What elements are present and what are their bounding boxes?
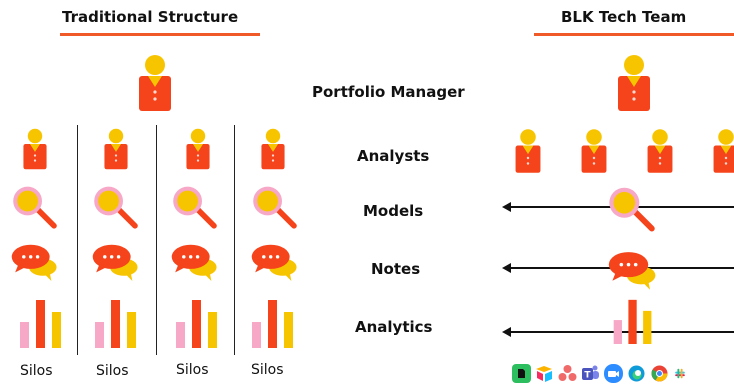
chat-bubble-icon xyxy=(10,243,60,281)
blk-tech-team-heading: BLK Tech Team xyxy=(561,8,687,26)
silo-divider xyxy=(77,125,78,355)
silo-label: Silos xyxy=(96,363,129,379)
bar-chart-icon xyxy=(174,298,220,348)
portfolio-manager-label: Portfolio Manager xyxy=(312,83,465,101)
edge-icon xyxy=(627,364,646,383)
magnifier-icon xyxy=(91,185,139,229)
analytics-label: Analytics xyxy=(355,318,433,336)
zoom-icon xyxy=(604,364,623,383)
models-label: Models xyxy=(363,202,424,220)
bar-chart-icon xyxy=(18,298,64,348)
chat-bubble-icon xyxy=(170,243,220,281)
silo-divider xyxy=(234,125,235,355)
analyst-person-icon xyxy=(514,128,542,174)
bar-chart-icon xyxy=(250,298,296,348)
magnifier-icon xyxy=(250,185,298,229)
airtable-icon xyxy=(535,364,554,383)
notes-label: Notes xyxy=(371,260,421,278)
analyst-person-icon xyxy=(260,128,286,170)
traditional-structure-heading: Traditional Structure xyxy=(62,8,239,26)
portfolio-manager-person-icon xyxy=(137,54,173,112)
analyst-person-icon xyxy=(580,128,608,174)
traditional-underline xyxy=(60,33,260,36)
svg-text:T: T xyxy=(584,371,591,381)
teams-icon: T xyxy=(581,364,600,383)
notes-arrow-head xyxy=(502,263,511,273)
bar-chart-icon xyxy=(610,298,656,344)
asana-icon xyxy=(558,364,577,383)
magnifier-icon xyxy=(170,185,218,229)
analysts-label: Analysts xyxy=(357,147,430,165)
chat-bubble-icon xyxy=(607,250,659,290)
chat-bubble-icon xyxy=(91,243,141,281)
magnifier-icon xyxy=(606,186,656,232)
analyst-person-icon xyxy=(646,128,674,174)
silo-label: Silos xyxy=(20,363,53,379)
slack-icon xyxy=(673,364,687,383)
analyst-person-icon xyxy=(712,128,734,174)
analytics-arrow-head xyxy=(502,327,511,337)
silo-divider xyxy=(156,125,157,355)
models-arrow-head xyxy=(502,202,511,212)
analyst-person-icon xyxy=(22,128,48,170)
chrome-icon xyxy=(650,364,669,383)
analyst-person-icon xyxy=(185,128,211,170)
app-icons-row: T xyxy=(512,364,687,383)
magnifier-icon xyxy=(10,185,58,229)
silo-label: Silos xyxy=(251,362,284,378)
evernote-icon xyxy=(512,364,531,383)
silo-label: Silos xyxy=(176,362,209,378)
analytics-arrow-line xyxy=(510,331,734,333)
chat-bubble-icon xyxy=(250,243,300,281)
blk-underline xyxy=(534,33,734,36)
portfolio-manager-person-icon xyxy=(616,54,652,112)
bar-chart-icon xyxy=(93,298,139,348)
analyst-person-icon xyxy=(103,128,129,170)
